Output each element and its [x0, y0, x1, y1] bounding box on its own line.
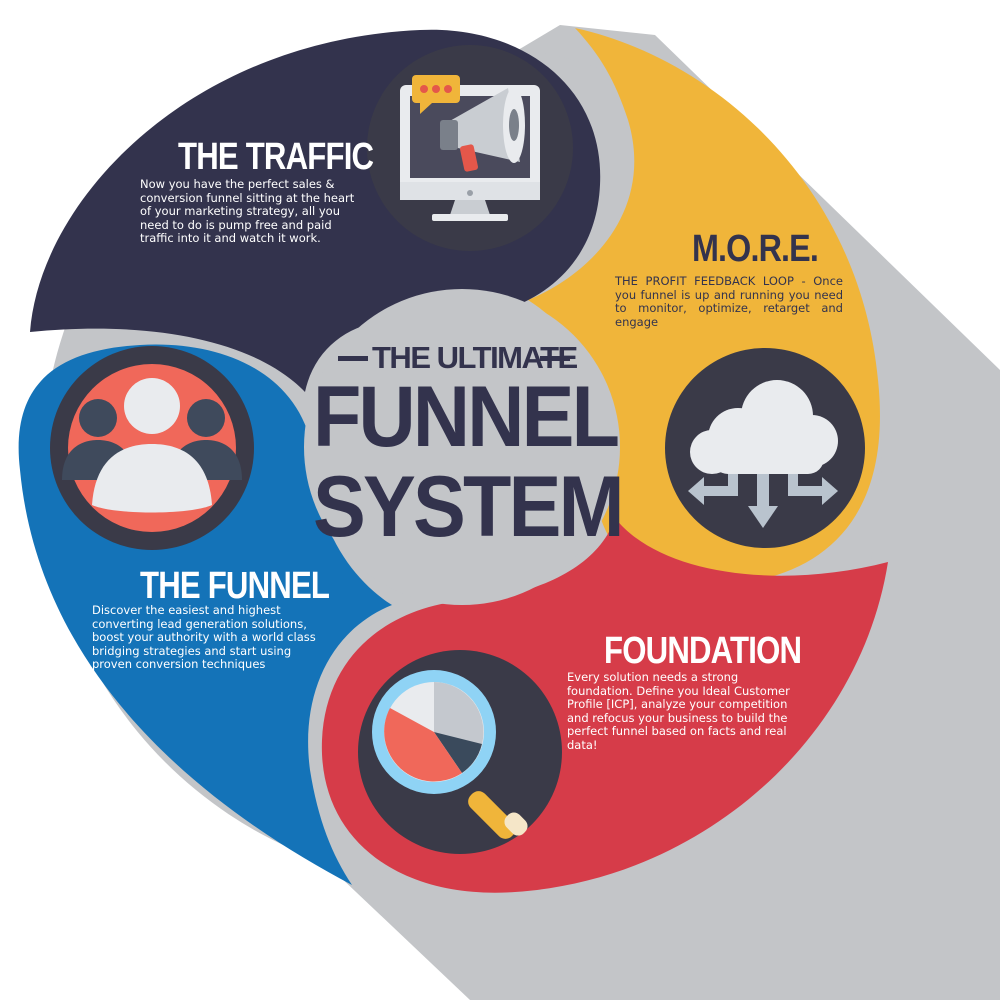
funnel-heading: THE FUNNEL: [140, 565, 330, 607]
foundation-text: Every solution needs a strong foundation…: [567, 670, 790, 752]
traffic-heading: THE TRAFFIC: [178, 136, 374, 178]
center-circle: [304, 289, 620, 605]
subtitle-rule-right: [540, 356, 570, 361]
cloud-arrows-icon: [665, 348, 865, 548]
magnifier-pie-icon: [358, 650, 562, 854]
more-heading: M.O.R.E.: [692, 228, 819, 270]
center-title-funnel: FUNNEL: [312, 369, 620, 465]
funnel-text: Discover the easiest and highest convert…: [92, 603, 316, 671]
monitor-megaphone-icon: [367, 45, 573, 251]
more-text: THE PROFIT FEEDBACK LOOP - Once you funn…: [615, 274, 843, 329]
traffic-text: Now you have the perfect sales & convers…: [140, 177, 355, 245]
foundation-heading: FOUNDATION: [604, 630, 802, 672]
subtitle-rule-left: [338, 356, 368, 361]
people-icon: [50, 346, 254, 550]
center-title-system: SYSTEM: [312, 459, 625, 555]
